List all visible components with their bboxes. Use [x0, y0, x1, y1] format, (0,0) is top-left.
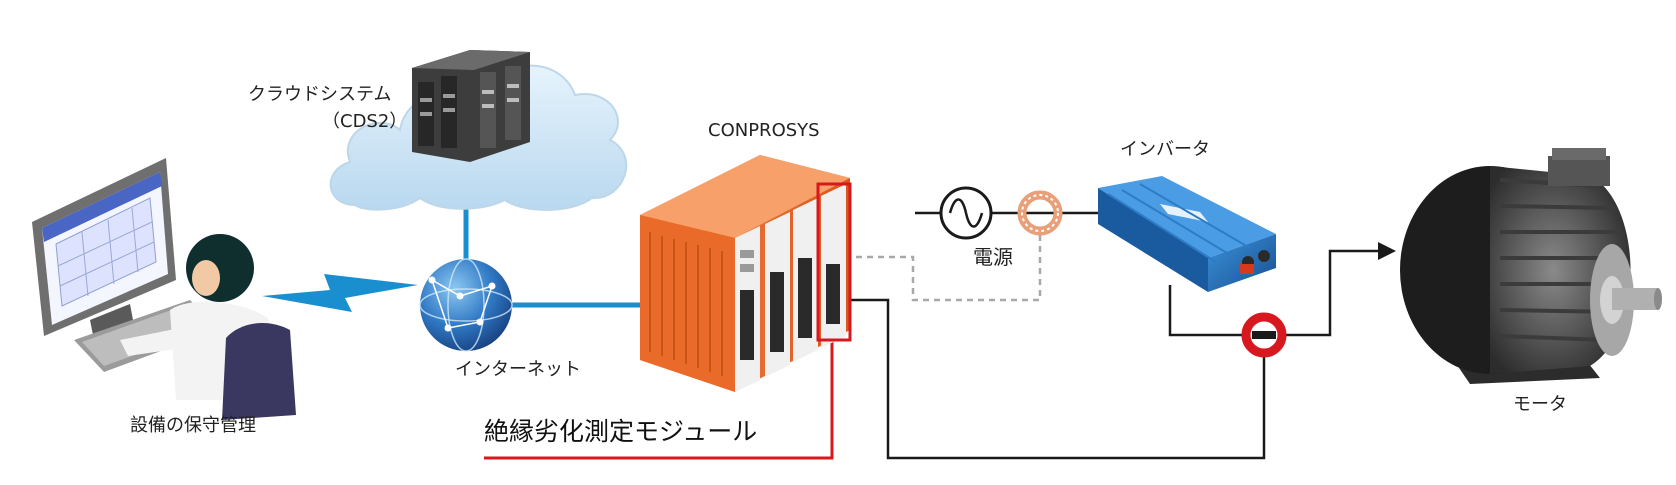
motor-label: モータ — [1513, 394, 1567, 415]
current-sensor-icon — [1017, 190, 1063, 236]
insulation-module-label: 絶縁劣化測定モジュール — [484, 417, 758, 446]
module-sensor-line — [840, 298, 1266, 460]
insulation-module-highlight — [816, 182, 852, 342]
power-source-icon — [939, 186, 993, 240]
cloud-system-label: クラウドシステム — [248, 84, 392, 105]
operator-icon — [120, 234, 296, 420]
cloud-system-sub-label: （CDS2） — [322, 111, 408, 132]
module-callout-line — [484, 338, 834, 460]
ct-to-motor-line — [1283, 249, 1380, 337]
motor-arrow-head — [1378, 242, 1396, 260]
conprosys-label: CONPROSYS — [708, 120, 820, 141]
maintenance-label: 設備の保守管理 — [130, 415, 256, 436]
dashed-signal-line — [834, 228, 1042, 302]
inverter-icon — [1098, 176, 1276, 292]
inverter-label: インバータ — [1120, 139, 1210, 160]
motor-icon — [1400, 148, 1662, 384]
ct-sensor-red-icon — [1241, 312, 1287, 358]
inverter-motor-line — [1168, 285, 1245, 337]
internet-label: インターネット — [455, 359, 581, 380]
globe-icon — [419, 258, 513, 352]
conprosys-device — [640, 155, 850, 392]
wireless-icon — [262, 274, 418, 312]
power-source-label: 電源 — [973, 245, 1013, 269]
server-icon — [412, 50, 530, 162]
